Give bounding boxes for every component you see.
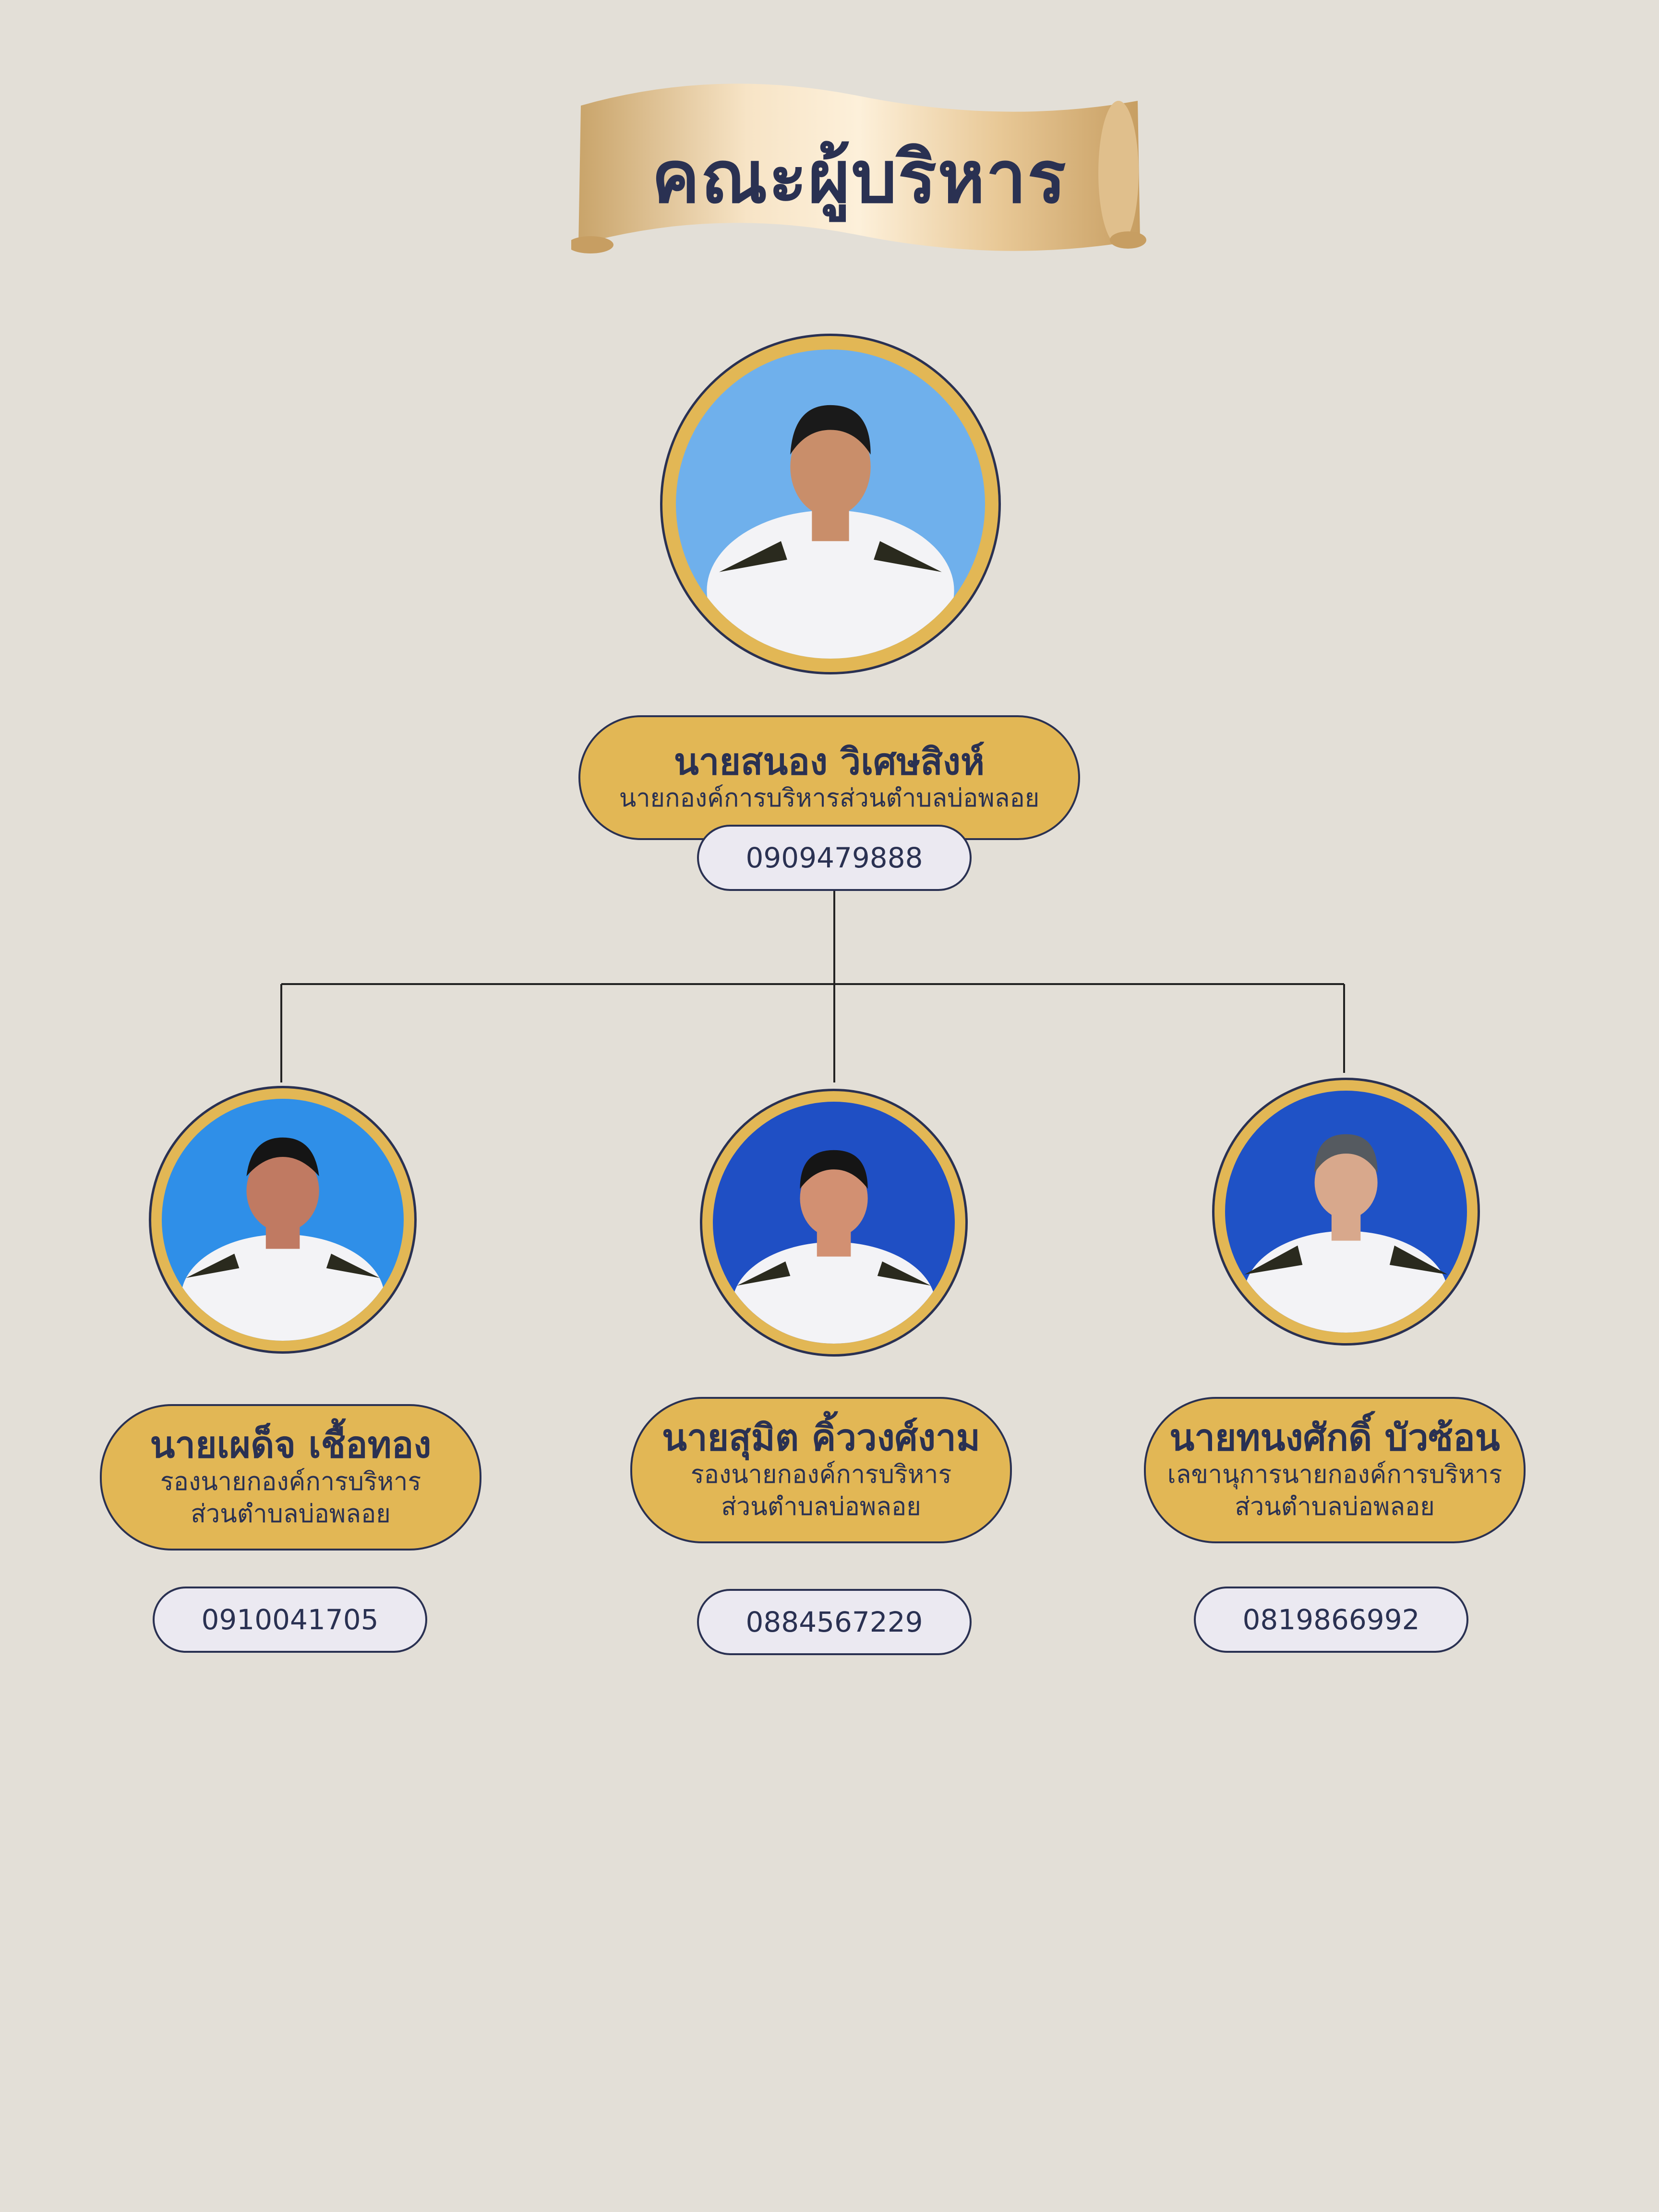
member-name-card-3: นายทนงศักดิ์ บัวซ้อน เลขานุการนายกองค์กา…	[1144, 1397, 1526, 1543]
leader-name-card: นายสนอง วิเศษสิงห์ นายกองค์การบริหารส่วน…	[578, 715, 1080, 840]
leader-phone: 0909479888	[697, 825, 972, 891]
person-photo-icon	[676, 349, 985, 659]
member-phone-2: 0884567229	[697, 1589, 972, 1655]
leader-portrait	[660, 334, 1001, 674]
person-photo-icon	[712, 1101, 955, 1344]
member-role: ส่วนตำบลบ่อพลอย	[721, 1492, 921, 1522]
member-phone-3: 0819866992	[1194, 1587, 1468, 1653]
member-role: ส่วนตำบลบ่อพลอย	[191, 1500, 391, 1529]
member-name: นายทนงศักดิ์ บัวซ้อน	[1169, 1416, 1500, 1459]
member-role: รองนายกองค์การบริหาร	[690, 1460, 952, 1489]
member-name-card-2: นายสุมิต คิ้ววงศ์งาม รองนายกองค์การบริหา…	[630, 1397, 1012, 1543]
leader-role: นายกองค์การบริหารส่วนตำบลบ่อพลอย	[619, 783, 1040, 813]
member-name-card-1: นายเผด็จ เชื้อทอง รองนายกองค์การบริหาร ส…	[100, 1404, 481, 1551]
member-portrait-2	[700, 1089, 968, 1357]
member-role: เลขานุการนายกองค์การบริหาร	[1167, 1460, 1503, 1489]
person-photo-icon	[161, 1098, 404, 1341]
member-portrait-3	[1212, 1078, 1480, 1346]
page-title: คณะผู้บริหาร	[651, 136, 1067, 219]
member-role: รองนายกองค์การบริหาร	[160, 1467, 421, 1496]
person-photo-icon	[1225, 1090, 1467, 1333]
leader-name: นายสนอง วิเศษสิงห์	[673, 740, 985, 783]
member-name: นายสุมิต คิ้ววงศ์งาม	[662, 1416, 980, 1459]
member-portrait-1	[149, 1086, 417, 1354]
member-name: นายเผด็จ เชื้อทอง	[150, 1423, 432, 1467]
member-role: ส่วนตำบลบ่อพลอย	[1235, 1492, 1435, 1522]
ribbon-banner	[571, 84, 1146, 253]
member-phone-1: 0910041705	[153, 1587, 427, 1653]
